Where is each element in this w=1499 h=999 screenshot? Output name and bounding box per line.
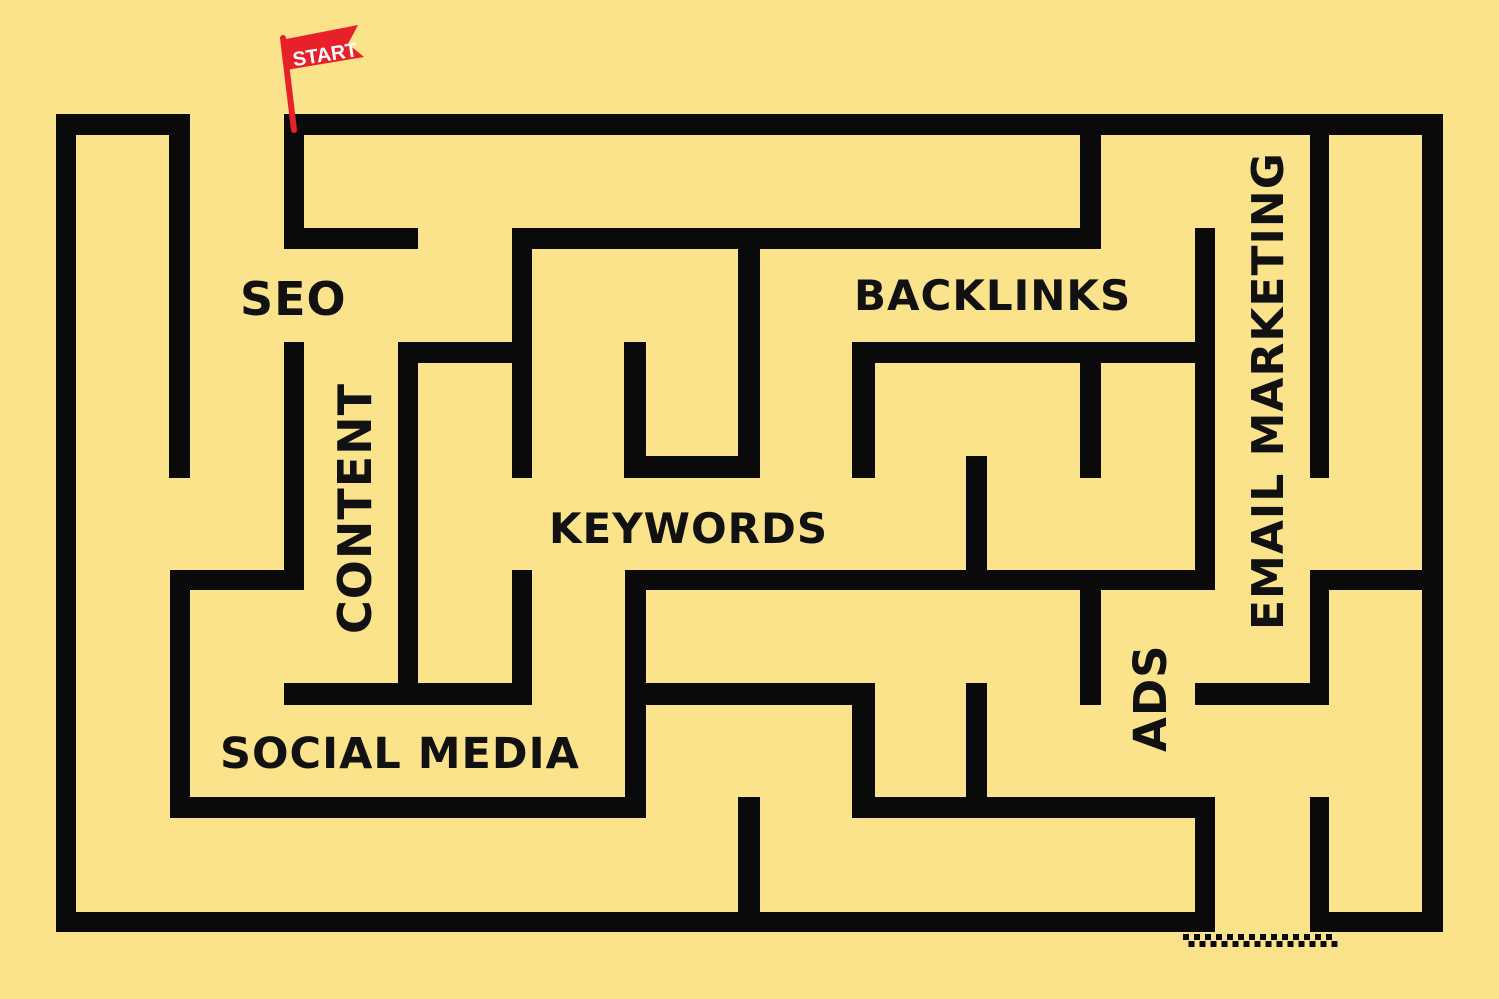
maze-wall bbox=[1422, 114, 1443, 932]
maze-wall bbox=[1195, 228, 1215, 590]
maze-wall bbox=[1310, 570, 1443, 590]
flag-icon bbox=[281, 25, 364, 70]
maze-wall bbox=[1080, 114, 1101, 249]
label-ads: ADS bbox=[1124, 644, 1177, 752]
label-keywords: KEYWORDS bbox=[549, 504, 829, 553]
maze-wall bbox=[170, 570, 190, 818]
maze-wall bbox=[624, 456, 760, 478]
maze-wall bbox=[625, 683, 875, 705]
maze-wall bbox=[625, 570, 1215, 590]
maze-wall bbox=[738, 228, 760, 478]
checkered-finish-line-icon bbox=[1183, 934, 1338, 947]
maze-wall bbox=[284, 342, 304, 590]
label-social-media: SOCIAL MEDIA bbox=[220, 729, 580, 779]
maze-wall bbox=[1195, 683, 1329, 705]
maze-wall bbox=[1080, 570, 1101, 705]
maze-wall bbox=[852, 342, 875, 478]
maze-wall bbox=[624, 342, 646, 478]
maze-wall bbox=[1310, 912, 1443, 932]
maze-wall bbox=[852, 797, 1215, 818]
label-seo: SEO bbox=[240, 272, 347, 326]
maze-wall bbox=[170, 570, 304, 590]
maze-wall bbox=[512, 570, 532, 705]
maze-wall bbox=[56, 912, 1215, 932]
maze-wall bbox=[852, 683, 875, 818]
maze-wall bbox=[56, 114, 76, 932]
maze-wall bbox=[852, 342, 1215, 363]
start-flag: START bbox=[280, 25, 364, 133]
maze-wall bbox=[966, 456, 987, 590]
maze-wall bbox=[1310, 797, 1329, 932]
maze-wall bbox=[1310, 114, 1329, 478]
maze-wall bbox=[1195, 797, 1215, 932]
maze-wall bbox=[966, 683, 987, 818]
maze-wall bbox=[284, 228, 418, 249]
maze-wall bbox=[1310, 570, 1329, 705]
maze-wall bbox=[738, 797, 760, 932]
maze-wall bbox=[170, 797, 646, 818]
maze-wall bbox=[56, 114, 190, 135]
wall-segments bbox=[56, 114, 1443, 932]
label-content: CONTENT bbox=[328, 382, 382, 634]
label-email-marketing: EMAIL MARKETING bbox=[1243, 152, 1294, 630]
maze-wall bbox=[398, 342, 532, 363]
maze-wall bbox=[512, 228, 1101, 249]
maze-wall bbox=[169, 114, 190, 478]
maze-wall bbox=[284, 114, 304, 249]
maze-wall bbox=[284, 114, 1443, 135]
maze-wall bbox=[1080, 342, 1101, 478]
label-backlinks: BACKLINKS bbox=[854, 271, 1132, 320]
maze-wall bbox=[284, 683, 532, 705]
maze-wall bbox=[398, 342, 418, 705]
